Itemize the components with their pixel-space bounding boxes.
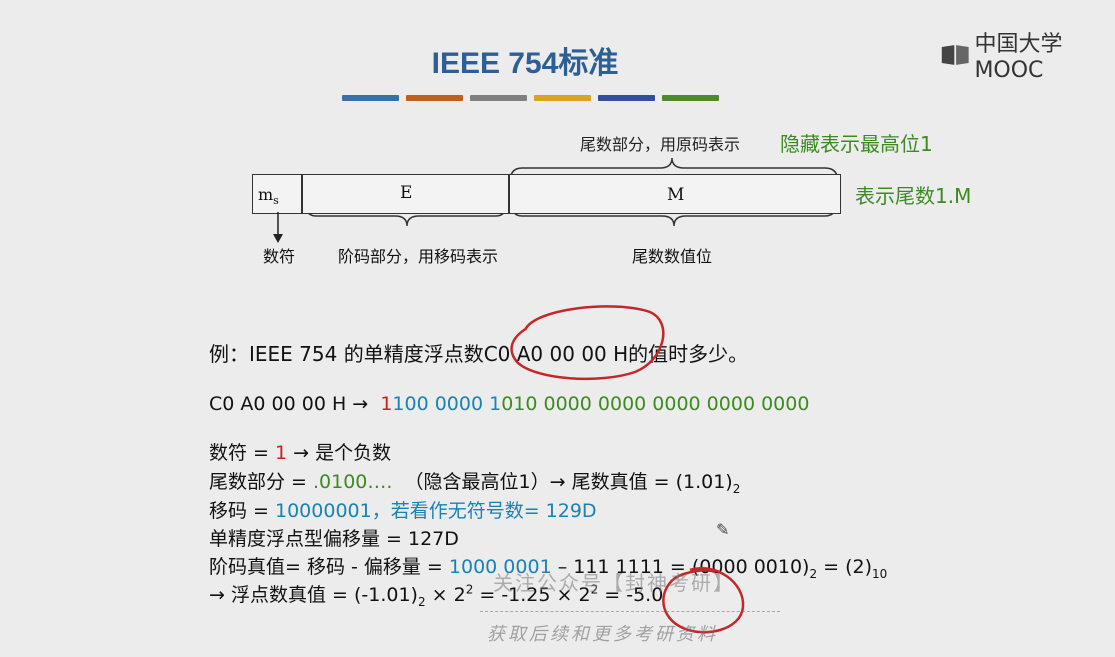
field-mantissa: M (667, 185, 685, 205)
stripe (534, 95, 591, 101)
watermark-line1: 关注公众号【封神考研】 (493, 571, 735, 595)
hex-to-binary: C0 A0 00 00 H → 1100 0000 1010 0000 0000… (209, 393, 810, 415)
title-color-stripes (342, 95, 719, 101)
float-format-box (252, 174, 841, 214)
mooc-logo: 中国大学MOOC (940, 26, 1115, 83)
pen-icon: ✎ (716, 520, 730, 539)
sign-label: 数符 (263, 247, 296, 266)
field-exponent: E (400, 183, 413, 203)
annotation-circle (510, 305, 665, 381)
stripe (342, 95, 399, 101)
field-sign: ms (258, 185, 279, 208)
sign-arrow (273, 212, 283, 243)
sign-line: 数符 = 1 → 是个负数 (209, 442, 392, 464)
stripe (470, 95, 527, 101)
example-question: 例：IEEE 754 的单精度浮点数C0 A0 00 00 H的值时多少。 (209, 342, 749, 366)
logo-text: 中国大学MOOC (974, 32, 1063, 83)
mantissa-value-label: 尾数数值位 (632, 247, 713, 266)
stripe (662, 95, 719, 101)
stripe (406, 95, 463, 101)
brace-lines (303, 157, 839, 227)
final-value-line: → 浮点数真值 = (-1.01)2 × 22 = -1.25 × 22 = -… (209, 582, 664, 609)
mantissa-repr-note: 表示尾数1.M (855, 184, 972, 208)
hidden-bit-note: 隐藏表示最高位1 (780, 132, 933, 156)
exponent-label: 阶码部分，用移码表示 (338, 247, 499, 266)
offset-line: 单精度浮点型偏移量 = 127D (209, 528, 459, 550)
mantissa-line: 尾数部分 = .0100…. （隐含最高位1）→ 尾数真值 = (1.01)2 (209, 471, 741, 496)
annotation-circle (662, 567, 745, 634)
mantissa-caption: 尾数部分，用原码表示 (580, 135, 741, 154)
field-divider (301, 174, 303, 214)
question-hex: C0 A0 00 00 H (483, 342, 629, 366)
mooc-logo-icon (941, 44, 969, 65)
field-divider (508, 174, 510, 214)
watermark-line2: 获取后续和更多考研资料 (487, 624, 718, 645)
watermark-divider (480, 611, 780, 612)
slide-title: IEEE 754标准 (431, 47, 619, 80)
stripe (598, 95, 655, 101)
exponent-true-value-line: 阶码真值= 移码 - 偏移量 = 1000 0001 – 111 1111 = … (209, 556, 888, 581)
bias-code-line: 移码 = 10000001，若看作无符号数= 129D (209, 500, 597, 522)
